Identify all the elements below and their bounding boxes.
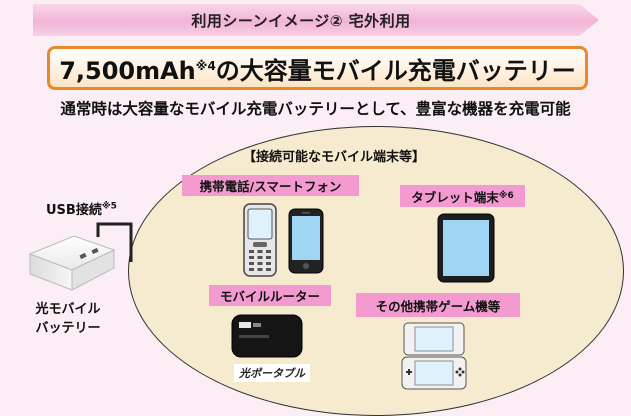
title-text: 7,500mAh※4の大容量モバイル充電バッテリー <box>59 51 576 86</box>
tablet-label: タブレット端末※6 <box>400 185 525 207</box>
title-footnote: ※4 <box>195 58 216 73</box>
mobile-battery-icon <box>28 235 116 291</box>
usb-cable-line <box>96 222 133 262</box>
mobile-router-icon <box>231 314 303 358</box>
phone-label: 携帯電話/スマートフォン <box>182 175 359 196</box>
smartphone-icon <box>288 208 324 274</box>
tablet-footnote: ※6 <box>498 191 514 201</box>
game-label: その他携帯ゲーム機等 <box>356 293 520 317</box>
title-rest: の大容量モバイル充電バッテリー <box>215 56 576 85</box>
devices-title: 【接続可能なモバイル端末等】 <box>243 150 426 165</box>
battery-label-line1: 光モバイル <box>35 302 101 317</box>
subtitle: 通常時は大容量なモバイル充電バッテリーとして、豊富な機器を充電可能 <box>60 100 571 118</box>
scene-banner: 利用シーンイメージ② 宅外利用 <box>33 4 599 36</box>
feature-phone-icon <box>243 203 277 277</box>
usb-label: USB接続※5 <box>46 199 117 218</box>
game-console-icon <box>401 322 467 390</box>
title-box: 7,500mAh※4の大容量モバイル充電バッテリー <box>47 46 588 90</box>
usb-footnote: ※5 <box>101 201 117 212</box>
router-label: モバイルルーター <box>209 285 331 306</box>
banner-text: 利用シーンイメージ② 宅外利用 <box>191 11 411 30</box>
devices-ellipse <box>128 126 624 416</box>
router-brand-logo: 光ポータブル <box>234 364 310 382</box>
usb-label-text: USB接続 <box>46 203 102 218</box>
tablet-icon <box>437 213 495 283</box>
tablet-label-text: タブレット端末 <box>411 189 499 205</box>
battery-label-line2: バッテリー <box>35 321 101 336</box>
battery-label: 光モバイル バッテリー <box>28 300 108 338</box>
title-capacity: 7,500mAh <box>59 56 196 85</box>
